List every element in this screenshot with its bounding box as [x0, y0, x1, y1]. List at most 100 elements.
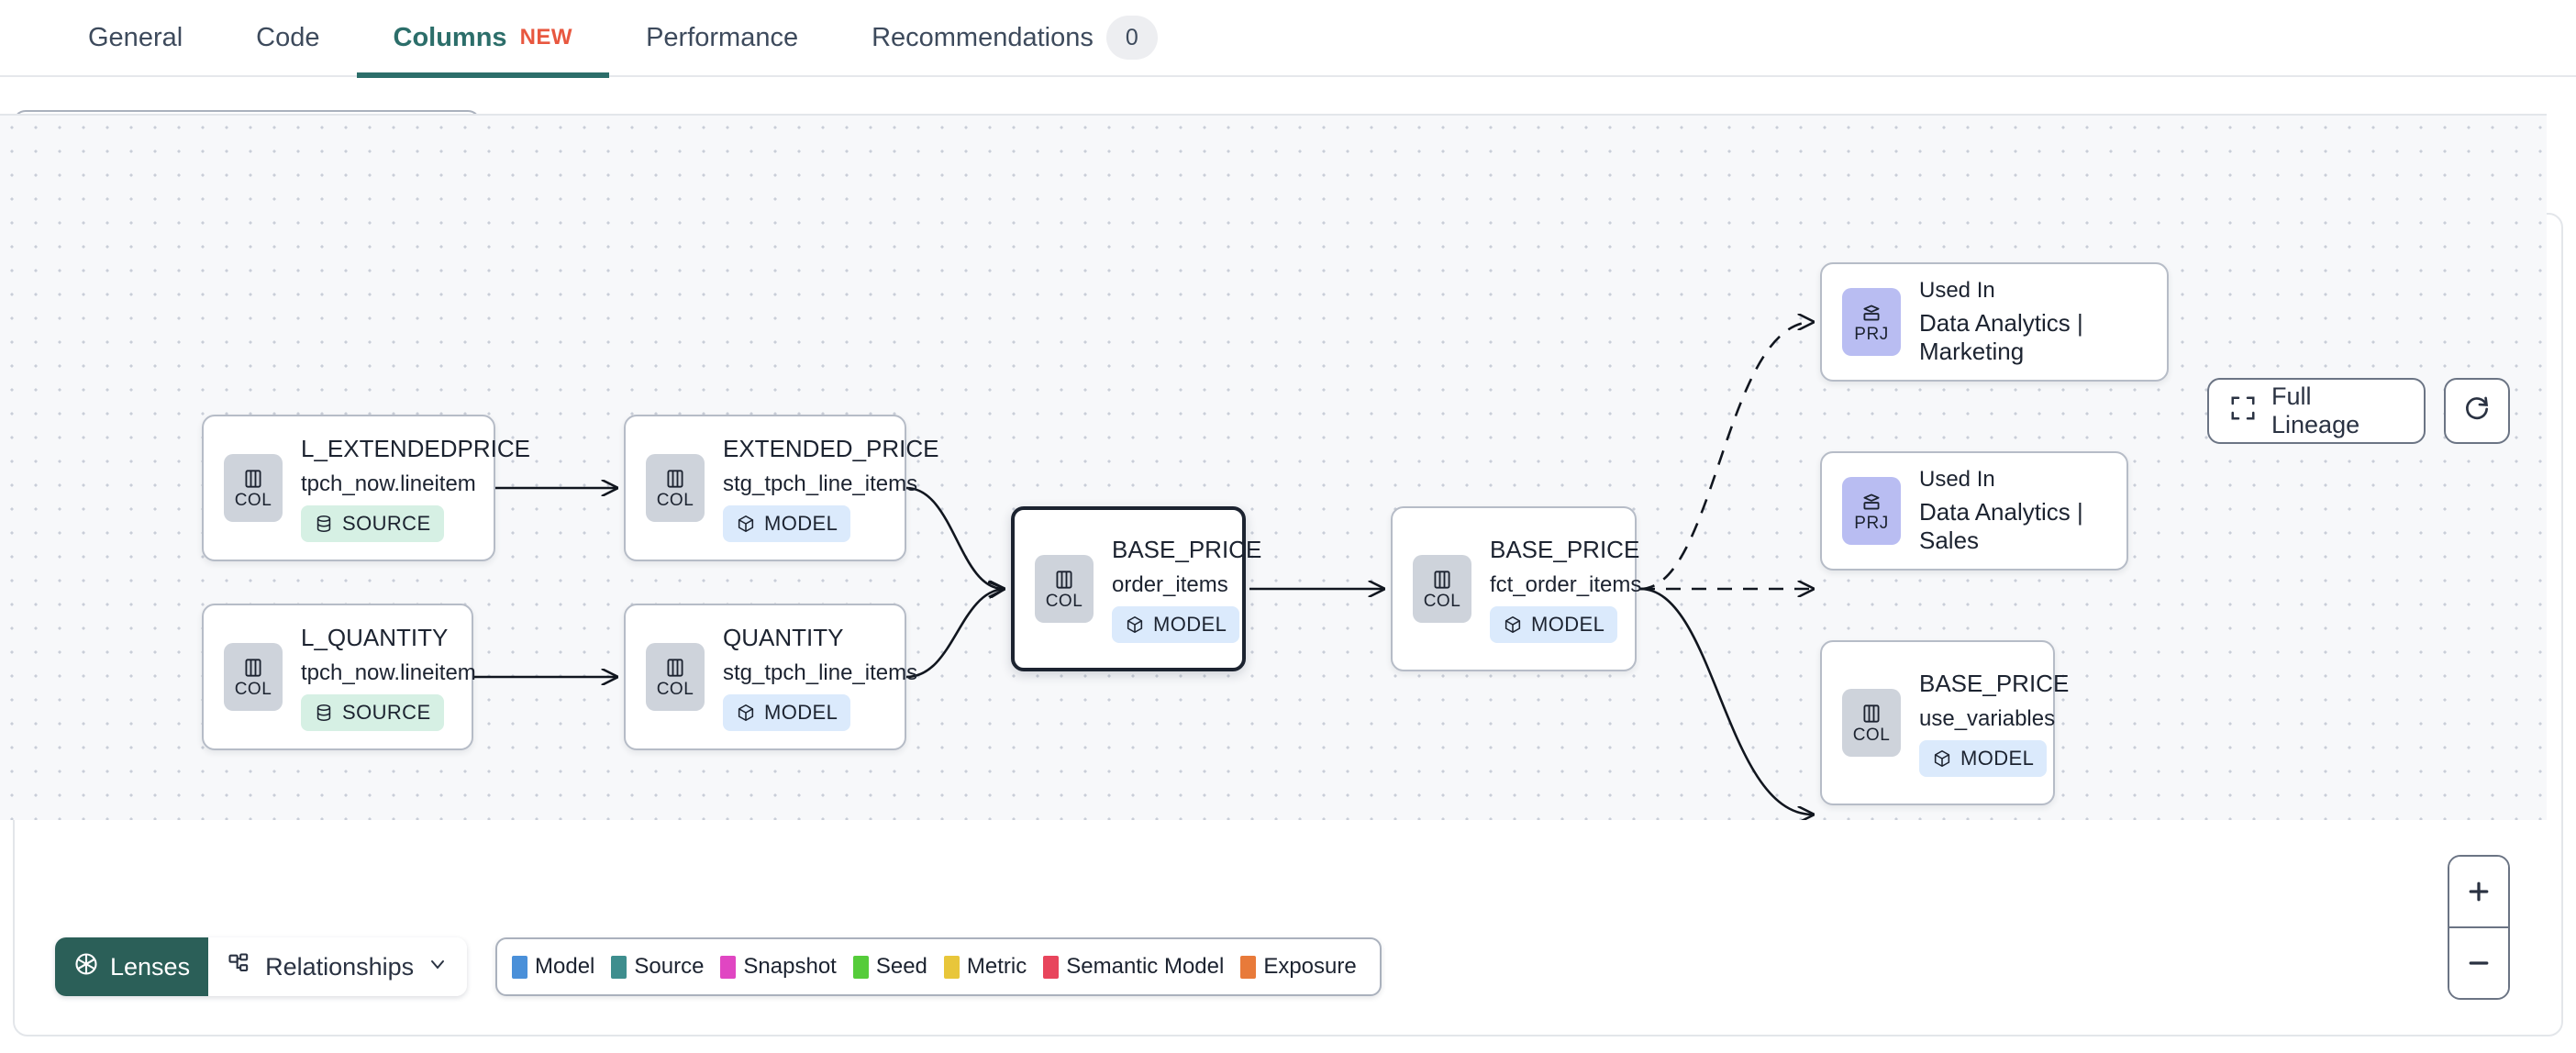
lenses-label: Lenses [110, 952, 191, 981]
lineage-node-base-price-fct-order-items[interactable]: COL BASE_PRICE fct_order_items MODEL [1391, 506, 1641, 671]
lineage-node-base-price-use-variables[interactable]: COL BASE_PRICE use_variables MODEL [1820, 640, 2069, 805]
lens-toolbar: Lenses Relationships [55, 937, 468, 996]
col-kind-chip: COL [224, 643, 283, 711]
tab-code[interactable]: Code [219, 0, 356, 76]
col-kind-chip: COL [1413, 555, 1471, 623]
legend-label: Metric [966, 954, 1027, 979]
lineage-node-project-marketing[interactable]: PRJ Used In Data Analytics | Marketing [1820, 262, 2169, 382]
legend-item-snapshot: Snapshot [720, 954, 837, 980]
legend-label: Exposure [1263, 954, 1357, 979]
kind-label: COL [656, 680, 694, 699]
tab-label: Performance [646, 22, 799, 52]
node-type-tag: MODEL [1112, 605, 1240, 643]
tab-recommendations[interactable]: Recommendations 0 [835, 0, 1194, 76]
node-project-name: Data Analytics | Marketing [1919, 309, 2083, 365]
col-kind-chip: COL [224, 454, 283, 522]
kind-label: COL [1852, 726, 1891, 745]
tab-label: Recommendations [872, 22, 1094, 52]
tag-label: SOURCE [342, 511, 431, 535]
node-subtitle: tpch_now.lineitem [301, 660, 476, 685]
kind-label: PRJ [1854, 325, 1889, 344]
legend-item-metric: Metric [943, 954, 1027, 980]
node-type-tag: MODEL [1919, 739, 2048, 777]
refresh-button[interactable] [2444, 378, 2510, 444]
relationships-dropdown[interactable]: Relationships [208, 937, 468, 996]
node-name: L_EXTENDEDPRICE [301, 434, 530, 462]
zoom-in-button[interactable] [2449, 857, 2508, 928]
legend-label: Semantic Model [1066, 954, 1225, 979]
col-kind-chip: COL [1842, 689, 1901, 757]
tab-general[interactable]: General [51, 0, 219, 76]
col-kind-chip: COL [646, 454, 705, 522]
tag-label: MODEL [1531, 612, 1605, 636]
aperture-icon [73, 951, 99, 983]
recommendations-count-badge: 0 [1105, 16, 1158, 60]
node-name: BASE_PRICE [1112, 535, 1262, 563]
node-type-tag: MODEL [723, 504, 851, 542]
node-name: BASE_PRICE [1919, 669, 2070, 697]
legend-swatch [1240, 955, 1257, 979]
node-subtitle: order_items [1112, 571, 1228, 597]
node-subtitle: stg_tpch_line_items [723, 660, 918, 685]
node-subtitle: fct_order_items [1490, 571, 1642, 597]
legend-item-exposure: Exposure [1240, 954, 1357, 980]
legend-swatch [611, 955, 627, 979]
lineage-node-quantity[interactable]: COL QUANTITY stg_tpch_line_items MODEL [624, 604, 917, 750]
expand-icon [2229, 394, 2257, 428]
kind-label: COL [1045, 592, 1083, 611]
lenses-button[interactable]: Lenses [55, 937, 209, 996]
kind-label: COL [1423, 592, 1461, 611]
prj-kind-chip: PRJ [1842, 288, 1901, 356]
tab-label: Columns [393, 22, 507, 52]
legend-swatch [943, 955, 960, 979]
zoom-out-button[interactable] [2449, 928, 2508, 998]
legend-swatch [852, 955, 869, 979]
tab-bar: General Code Columns NEW Performance Rec… [0, 0, 2576, 78]
tab-label: General [88, 22, 183, 52]
node-subtitle: stg_tpch_line_items [723, 471, 918, 496]
legend-label: Source [634, 954, 705, 979]
lineage-node-base-price-order-items[interactable]: COL BASE_PRICE order_items MODEL [1011, 506, 1261, 671]
legend-swatch [720, 955, 737, 979]
relationships-label: Relationships [265, 952, 415, 981]
tag-label: SOURCE [342, 700, 431, 724]
col-kind-chip: COL [646, 643, 705, 711]
legend-item-seed: Seed [852, 954, 927, 980]
node-type-tag: SOURCE [301, 504, 444, 542]
legend-swatch [1043, 955, 1060, 979]
node-name: L_QUANTITY [301, 623, 449, 651]
tab-performance[interactable]: Performance [609, 0, 835, 76]
legend-item-model: Model [512, 954, 594, 980]
lineage-edges [473, 116, 2547, 820]
relationships-icon [227, 951, 252, 983]
tab-new-badge: NEW [519, 25, 573, 50]
full-lineage-label: Full Lineage [2271, 382, 2360, 438]
legend-item-semantic-model: Semantic Model [1043, 954, 1224, 980]
kind-label: COL [234, 680, 272, 699]
node-name: EXTENDED_PRICE [723, 434, 939, 462]
refresh-icon [2462, 394, 2492, 428]
legend-item-source: Source [611, 954, 704, 980]
legend-label: Seed [875, 954, 927, 979]
tab-columns[interactable]: Columns NEW [356, 0, 610, 78]
lineage-node-l-quantity[interactable]: COL L_QUANTITY tpch_now.lineitem SOURCE [202, 604, 476, 750]
lineage-node-l-extendedprice[interactable]: COL L_EXTENDEDPRICE tpch_now.lineitem SO… [202, 415, 530, 561]
legend-label: Snapshot [743, 954, 837, 979]
tag-label: MODEL [1960, 746, 2035, 770]
tag-label: MODEL [764, 700, 838, 724]
lineage-canvas[interactable]: COL L_EXTENDEDPRICE tpch_now.lineitem SO… [0, 114, 2547, 820]
kind-label: COL [234, 491, 272, 510]
node-name: BASE_PRICE [1490, 535, 1640, 563]
lineage-node-project-sales[interactable]: PRJ Used In Data Analytics | Sales [1820, 451, 2128, 571]
col-kind-chip: COL [1035, 555, 1094, 623]
lineage-node-extended-price[interactable]: COL EXTENDED_PRICE stg_tpch_line_items M… [624, 415, 939, 561]
zoom-controls [2448, 855, 2510, 1000]
full-lineage-button[interactable]: Full Lineage [2207, 378, 2426, 444]
tab-label: Code [256, 22, 320, 52]
node-project-name: Data Analytics | Sales [1919, 498, 2083, 554]
legend-label: Model [535, 954, 595, 979]
legend-swatch [512, 955, 527, 979]
node-type-tag: MODEL [1490, 605, 1618, 643]
node-subtitle: use_variables [1919, 705, 2056, 731]
node-used-in-label: Used In [1919, 467, 1995, 492]
